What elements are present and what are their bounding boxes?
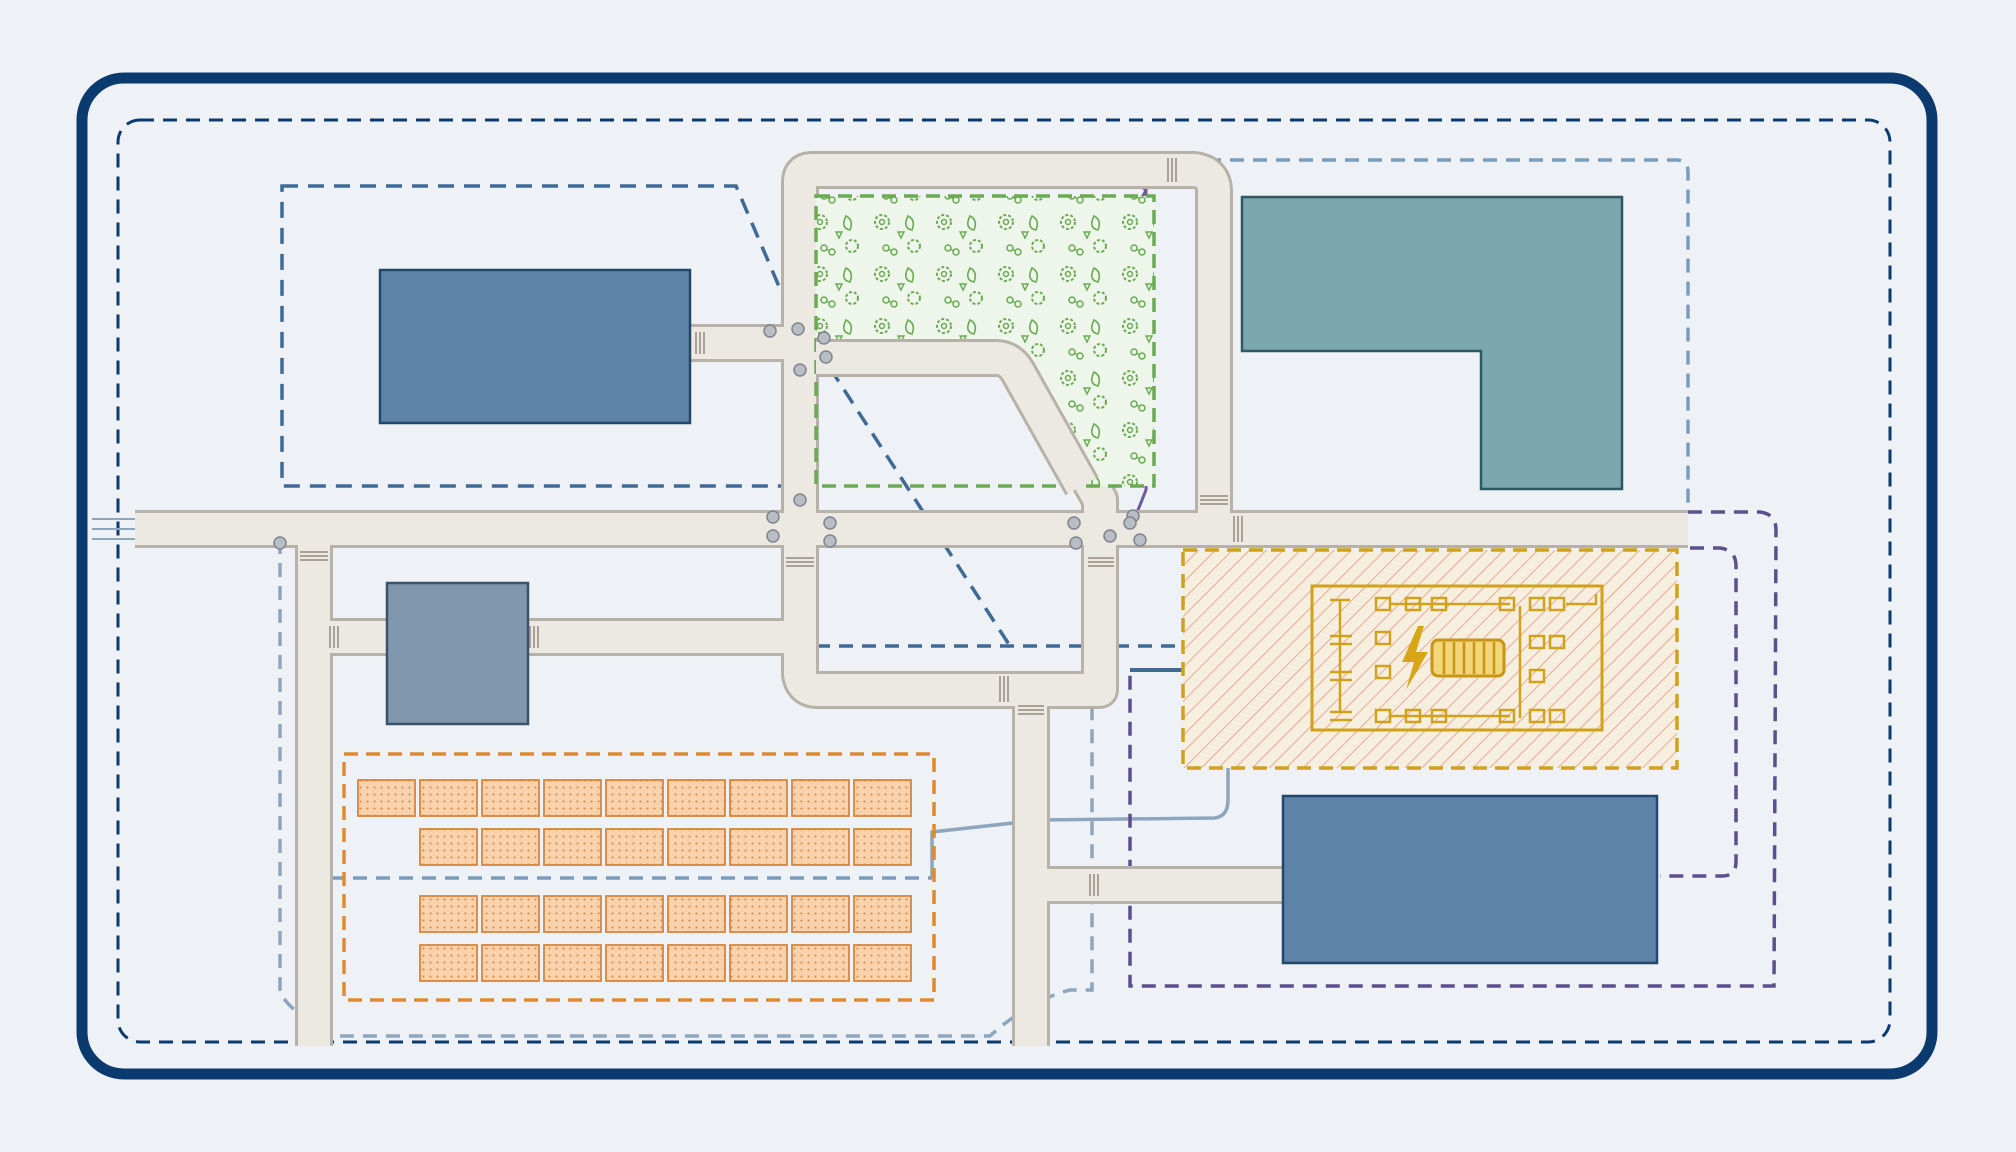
- solar-panel-icon: [419, 828, 478, 866]
- solar-panel-icon: [357, 779, 416, 817]
- solar-panel-icon: [853, 944, 912, 982]
- solar-panel-icon: [729, 895, 788, 933]
- solar-panel-icon: [605, 828, 664, 866]
- solar-panel-icon: [481, 895, 540, 933]
- utility-line-east-inner: [1660, 546, 1738, 878]
- utility-node-circle-icon: [1133, 533, 1147, 547]
- parcel-northwest-outline: [280, 184, 786, 488]
- lightning-bolt-icon: [1402, 626, 1428, 690]
- utility-node-circle-icon: [273, 536, 287, 550]
- utility-nodes: [273, 322, 1147, 550]
- building-northeast-l-shaped[interactable]: [1240, 195, 1624, 491]
- solar-panel-icon: [791, 944, 850, 982]
- solar-panel-icon: [791, 895, 850, 933]
- solar-panel-icon: [543, 779, 602, 817]
- solar-panel-icon: [605, 944, 664, 982]
- solar-panel-icon: [853, 779, 912, 817]
- solar-panel-icon: [481, 779, 540, 817]
- utility-line-secondary: [930, 560, 1230, 878]
- solar-panel-icon: [667, 828, 726, 866]
- solar-panel-icon: [605, 779, 664, 817]
- utility-node-circle-icon: [823, 534, 837, 548]
- utility-node-circle-icon: [766, 529, 780, 543]
- utility-node-circle-icon: [1067, 516, 1081, 530]
- solar-panel-icon: [419, 779, 478, 817]
- solar-panel-icon: [853, 895, 912, 933]
- building-northwest[interactable]: [378, 268, 692, 425]
- utility-node-circle-icon: [1103, 529, 1117, 543]
- utility-node-circle-icon: [793, 493, 807, 507]
- transformer-coil-icon: [1442, 642, 1496, 674]
- setback-line: [116, 118, 1892, 1044]
- utility-line-east-outer: [1128, 510, 1778, 988]
- building-west-small[interactable]: [385, 581, 530, 726]
- solar-panel-icon: [419, 895, 478, 933]
- utility-node-circle-icon: [791, 322, 805, 336]
- substation-fence: [1310, 584, 1604, 732]
- utility-line-south-loop: [278, 540, 1094, 1038]
- solar-farm-zone: [342, 752, 936, 1002]
- transformer-icon: [1430, 638, 1506, 678]
- utility-node-circle-icon: [766, 510, 780, 524]
- substation-zone: [1181, 548, 1679, 770]
- utility-node-circle-icon: [819, 350, 833, 364]
- solar-panel-icon: [543, 895, 602, 933]
- solar-zone-outline: [342, 752, 936, 1002]
- solar-panel-icon: [543, 944, 602, 982]
- utility-node-circle-icon: [763, 324, 777, 338]
- diagonal-main-line: [828, 367, 1012, 647]
- utility-node-circle-icon: [823, 516, 837, 530]
- site-boundary: [76, 72, 1938, 1080]
- utility-line-north: [1184, 158, 1690, 512]
- utility-node-circle-icon: [793, 363, 807, 377]
- solar-panel-icon: [729, 828, 788, 866]
- switchgear-array: [1330, 594, 1598, 724]
- solar-panel-icon: [481, 828, 540, 866]
- solar-panel-array: [357, 779, 912, 982]
- solar-panel-icon: [667, 944, 726, 982]
- solar-panel-icon: [605, 895, 664, 933]
- solar-panel-icon: [419, 944, 478, 982]
- solar-panel-icon: [791, 828, 850, 866]
- green-park-zone: [814, 194, 1156, 496]
- solar-panel-icon: [729, 779, 788, 817]
- utility-node-circle-icon: [817, 331, 831, 345]
- utility-node-circle-icon: [1069, 536, 1083, 550]
- solar-panel-icon: [543, 828, 602, 866]
- building-southeast[interactable]: [1281, 794, 1659, 965]
- solar-panel-icon: [791, 779, 850, 817]
- solar-panel-icon: [853, 828, 912, 866]
- solar-panel-icon: [481, 944, 540, 982]
- solar-panel-icon: [667, 895, 726, 933]
- utility-node-circle-icon: [1123, 516, 1137, 530]
- solar-panel-icon: [667, 779, 726, 817]
- crosswalks: [300, 158, 1243, 896]
- solar-panel-icon: [729, 944, 788, 982]
